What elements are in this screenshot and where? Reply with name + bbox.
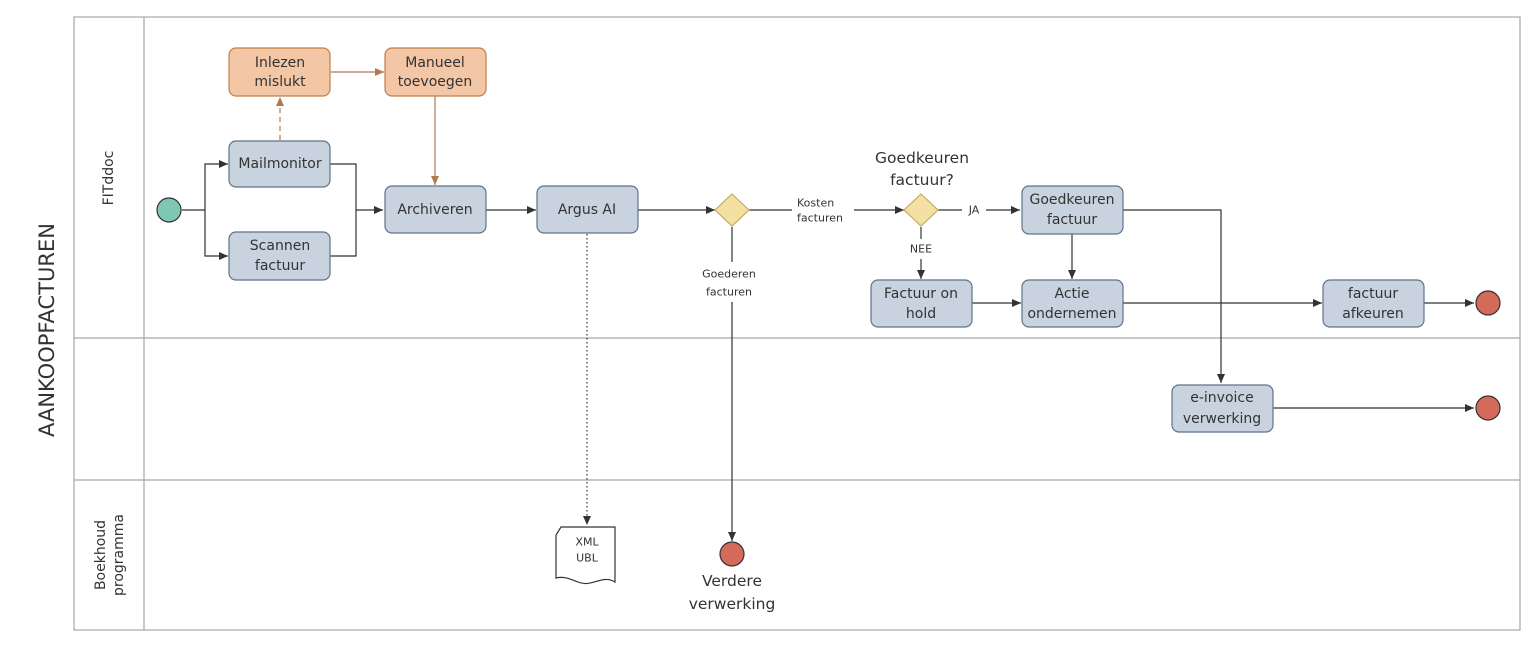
end-event-einvoice bbox=[1475, 395, 1501, 421]
lane-label-boekhoud: Boekhoud programma bbox=[93, 514, 127, 596]
end-event-label-line: verwerking bbox=[689, 595, 776, 613]
end-event-label: Verdere verwerking bbox=[689, 572, 776, 613]
task-e-invoice-verwerking: e-invoice verwerking bbox=[1171, 384, 1274, 433]
document-label: UBL bbox=[576, 552, 599, 565]
task-mailmonitor: Mailmonitor bbox=[228, 140, 331, 188]
lane-label-line: Boekhoud bbox=[93, 520, 109, 590]
task-scannen-factuur: Scannen factuur bbox=[228, 231, 331, 281]
task-inlezen-mislukt: Inlezen mislukt bbox=[228, 47, 331, 97]
flow-label-ja: JA bbox=[968, 204, 980, 217]
task-label: Scannen bbox=[250, 238, 310, 254]
task-label: hold bbox=[906, 306, 936, 322]
task-label: Mailmonitor bbox=[238, 156, 321, 172]
gateway-kosten-goederen bbox=[714, 193, 750, 227]
task-manueel-toevoegen: Manueel toevoegen bbox=[384, 47, 487, 97]
flow-label-nee: NEE bbox=[910, 243, 932, 256]
task-label: verwerking bbox=[1183, 411, 1261, 427]
task-label: Inlezen bbox=[255, 55, 305, 71]
task-label: factuur bbox=[1348, 286, 1398, 302]
task-label: toevoegen bbox=[398, 74, 473, 90]
task-archiveren: Archiveren bbox=[384, 185, 487, 234]
document-label: XML bbox=[575, 536, 599, 549]
task-label: ondernemen bbox=[1027, 306, 1116, 322]
task-label: Archiveren bbox=[397, 202, 472, 218]
pool-title: AANKOOPFACTUREN bbox=[35, 223, 59, 437]
flow-start-scannen bbox=[204, 210, 228, 260]
task-actie-ondernemen: Actie ondernemen bbox=[1021, 279, 1124, 328]
document-icon bbox=[555, 526, 616, 585]
gateway-question-line: Goedkeuren bbox=[875, 149, 969, 167]
sequence-flows bbox=[182, 68, 1474, 541]
task-label: afkeuren bbox=[1342, 306, 1404, 322]
task-factuur-afkeuren: factuur afkeuren bbox=[1322, 279, 1425, 328]
gateway-goedkeuren bbox=[903, 193, 939, 227]
document-xml-ubl: XML UBL bbox=[555, 526, 616, 585]
gateway-question-line: factuur? bbox=[890, 171, 954, 189]
flow-label-line: facturen bbox=[797, 212, 843, 225]
task-label: Goedkeuren bbox=[1030, 192, 1115, 208]
flow-scannen-archiveren bbox=[330, 210, 357, 257]
flow-label-line: Goederen bbox=[702, 268, 756, 281]
flow-label-kosten: Kosten facturen bbox=[797, 197, 843, 225]
end-event-verdere bbox=[719, 541, 745, 567]
end-event-label-line: Verdere bbox=[702, 572, 762, 590]
flow-label-line: Kosten bbox=[797, 197, 834, 210]
task-label: Argus AI bbox=[558, 202, 616, 218]
task-factuur-on-hold: Factuur on hold bbox=[870, 279, 973, 328]
lane-label-fitddoc: FITddoc bbox=[101, 151, 117, 206]
task-label: Actie bbox=[1054, 286, 1089, 302]
task-label: mislukt bbox=[254, 74, 306, 90]
task-label: factuur bbox=[255, 258, 305, 274]
gateway-question: Goedkeuren factuur? bbox=[875, 149, 969, 189]
end-event-afkeuren bbox=[1475, 290, 1501, 316]
task-label: Manueel bbox=[405, 55, 465, 71]
task-goedkeuren-factuur: Goedkeuren factuur bbox=[1021, 185, 1124, 235]
task-label: Factuur on bbox=[884, 286, 958, 302]
task-label: e-invoice bbox=[1190, 390, 1253, 406]
pool bbox=[73, 16, 1521, 631]
flow-label-goederen: Goederen facturen bbox=[702, 268, 756, 299]
flow-start-mailmonitor bbox=[182, 160, 228, 211]
flow-mailmonitor-archiveren bbox=[330, 163, 383, 214]
flow-label-line: facturen bbox=[706, 286, 752, 299]
task-label: factuur bbox=[1047, 212, 1097, 228]
lane-label-line: programma bbox=[111, 514, 127, 596]
start-event bbox=[156, 197, 182, 223]
task-argus-ai: Argus AI bbox=[536, 185, 639, 234]
flow-goedkeuren-einvoice bbox=[1123, 209, 1225, 383]
